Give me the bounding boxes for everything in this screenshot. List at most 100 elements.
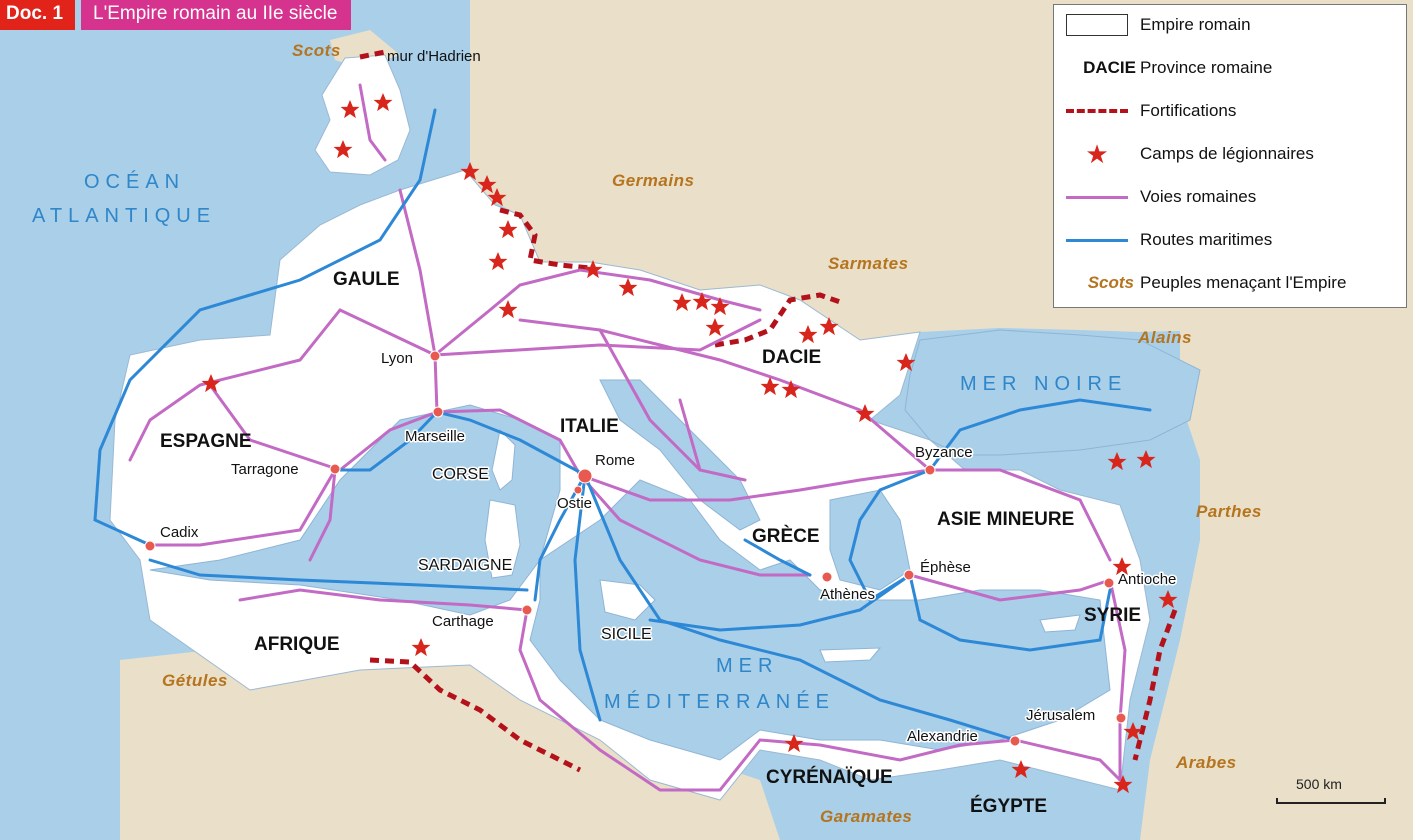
mediterranean-label: MER	[716, 655, 778, 677]
city-dots	[144, 350, 1127, 747]
legend-label: Empire romain	[1140, 15, 1251, 34]
camp-star	[460, 162, 480, 181]
legend-item-roads: Voies romaines	[1054, 183, 1408, 211]
city-label: Rome	[595, 452, 635, 469]
camp-star	[201, 374, 221, 393]
camp-star	[705, 318, 725, 337]
camp-star	[1136, 450, 1156, 469]
camp-star	[333, 140, 353, 159]
people-label: Gétules	[162, 671, 228, 690]
city-dot-cadix	[144, 540, 156, 552]
city-label: Jérusalem	[1026, 707, 1095, 724]
camp-star	[896, 353, 916, 372]
city-label: Byzance	[915, 444, 973, 461]
camp-star	[855, 404, 875, 423]
legend-symbol-fortification	[1066, 109, 1128, 113]
camp-star	[488, 252, 508, 271]
province-label: GAULE	[333, 269, 400, 290]
island-cyprus	[1039, 614, 1081, 633]
legend-symbol-province: DACIE	[1083, 58, 1136, 77]
city-dot-carthage	[521, 604, 533, 616]
camp-star	[672, 293, 692, 312]
province-label: GRÈCE	[752, 525, 820, 547]
sea-labels: OCÉAN ATLANTIQUE MER NOIRE MER MÉDITERRA…	[32, 170, 1121, 713]
people-labels: Scots Germains Sarmates Alains Parthes G…	[162, 41, 1262, 826]
people-label: Alains	[1137, 328, 1192, 347]
atlantic-label: OCÉAN	[84, 170, 185, 193]
camp-star	[583, 260, 603, 279]
camp-star	[781, 380, 801, 399]
province-label: CYRÉNAÏQUE	[766, 766, 893, 788]
legend-label: Routes maritimes	[1140, 230, 1273, 249]
city-dot-rome	[577, 468, 593, 484]
camp-star	[760, 377, 780, 396]
legend-item-fortifications: Fortifications	[1054, 97, 1408, 125]
camp-star	[487, 188, 507, 207]
people-label: Parthes	[1196, 502, 1262, 521]
sea-routes	[93, 108, 1152, 742]
legend-symbol-people: Scots	[1087, 273, 1134, 292]
city-label: Antioche	[1118, 571, 1176, 588]
fortification-hadrian-wall	[359, 49, 386, 60]
city-dot-marseille	[432, 406, 444, 418]
legend-label: Camps de légionnaires	[1140, 144, 1314, 163]
island-corsica	[491, 428, 516, 491]
camp-star	[411, 638, 431, 657]
camp-star	[784, 734, 804, 753]
province-label: ESPAGNE	[160, 431, 252, 452]
camp-star	[477, 175, 497, 194]
island-labels: CORSE SARDAIGNE SICILE	[417, 465, 654, 645]
island-sardinia	[484, 499, 521, 579]
camp-star	[819, 317, 839, 336]
island-label: SICILE	[601, 626, 652, 643]
scale-bar-line	[1276, 798, 1386, 804]
fortifications	[359, 49, 1178, 773]
land-east	[1140, 300, 1413, 840]
camp-star	[1158, 590, 1178, 609]
camp-star	[373, 93, 393, 112]
scale-bar: 500 km	[1270, 772, 1390, 812]
camp-star	[1123, 722, 1143, 741]
atlantic-label: ATLANTIQUE	[32, 205, 216, 227]
people-label: Scots	[292, 41, 341, 60]
camp-star	[798, 325, 818, 344]
island-label: SARDAIGNE	[418, 557, 512, 574]
people-label: Germains	[612, 171, 694, 190]
city-label: Carthage	[432, 613, 494, 630]
province-label: SYRIE	[1084, 605, 1141, 626]
legend-symbol-road	[1066, 195, 1128, 199]
city-label: Alexandrie	[907, 728, 978, 745]
fortification-syria-arabia	[1132, 609, 1178, 761]
city-label: Éphèse	[920, 559, 971, 576]
city-label: Marseille	[405, 428, 465, 445]
city-dot-tarragone	[329, 463, 341, 475]
province-label: ITALIE	[560, 416, 619, 437]
hadrian-wall-label: mur d'Hadrien	[387, 48, 481, 65]
legend-item-camps: ★ Camps de légionnaires	[1054, 140, 1408, 168]
mediterranean-label: MÉDITERRANÉE	[604, 690, 835, 713]
legend-label: Province romaine	[1140, 58, 1273, 77]
camp-star	[618, 278, 638, 297]
people-label: Sarmates	[828, 254, 909, 273]
aegean-sea	[829, 489, 911, 591]
city-dot-ostie	[573, 485, 583, 495]
city-dot-athenes	[821, 571, 833, 583]
star-icon: ★	[1085, 139, 1109, 169]
people-label: Garamates	[820, 807, 912, 826]
camp-star	[498, 300, 518, 319]
map-legend: Empire romain DACIE Province romaine For…	[1053, 4, 1407, 308]
city-dot-antioche	[1103, 577, 1115, 589]
city-label: Ostie	[557, 495, 592, 512]
city-label: Tarragone	[231, 461, 299, 478]
province-label: AFRIQUE	[254, 634, 340, 655]
legion-camps	[201, 93, 1178, 794]
empire-britain	[314, 54, 411, 176]
fortification-africa	[369, 657, 582, 773]
city-dot-byzance	[924, 464, 936, 476]
fortification-dacia	[714, 292, 841, 348]
camp-star	[1112, 557, 1132, 576]
legend-label: Peuples menaçant l'Empire	[1140, 273, 1347, 292]
legend-item-province: DACIE Province romaine	[1054, 54, 1408, 82]
legend-item-peoples: Scots Peuples menaçant l'Empire	[1054, 269, 1408, 297]
